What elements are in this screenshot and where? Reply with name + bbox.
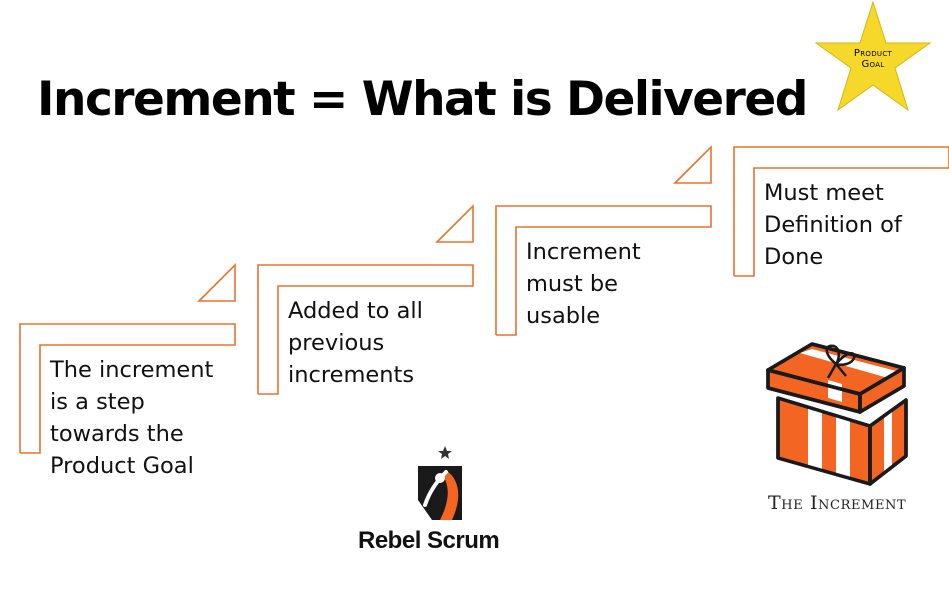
product-goal-label-line2: Goal — [861, 59, 885, 70]
step-1-outline — [19, 263, 236, 454]
step-4-outline — [733, 146, 949, 277]
step-2-outline — [257, 204, 474, 395]
step-3-outline — [495, 145, 712, 336]
gift-box-icon — [766, 342, 908, 486]
step-3-text: Increment must be usable — [526, 239, 641, 329]
product-goal-star-icon — [814, 0, 932, 112]
step-4-text: Must meet Definition of Done — [764, 180, 902, 270]
step-2-text: Added to all previous increments — [288, 298, 423, 388]
brand-name: Rebel Scrum — [358, 527, 500, 554]
page-title: Increment = What is Delivered — [37, 72, 808, 127]
increment-caption: The Increment — [768, 492, 907, 514]
product-goal-label: Product Goal — [840, 48, 906, 70]
rebel-scrum-logo-icon — [418, 446, 462, 520]
product-goal-label-line1: Product — [853, 48, 893, 59]
step-1-text: The increment is a step towards the Prod… — [50, 357, 214, 479]
